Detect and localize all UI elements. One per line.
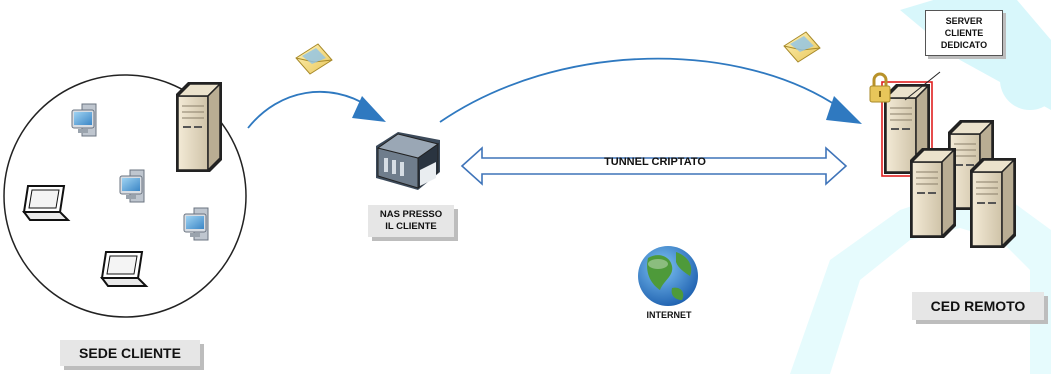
server-label-line-3: DEDICATO — [940, 40, 988, 50]
nas-label-line-1: NAS PRESSO — [379, 209, 443, 220]
nas-label: NAS PRESSO IL CLIENTE — [368, 205, 454, 237]
envelope-icon — [783, 31, 821, 63]
tunnel-arrow — [460, 146, 848, 186]
dedicated-server-highlight — [881, 81, 933, 177]
server-label-line-2: CLIENTE — [944, 28, 984, 38]
dedicated-server-label: SERVER CLIENTE DEDICATO — [925, 10, 1003, 56]
internet-label: INTERNET — [646, 310, 692, 320]
server-tower-icon — [969, 157, 1017, 249]
lock-icon — [869, 72, 891, 103]
laptop-icon — [23, 185, 69, 221]
sync-arrow-left — [247, 90, 386, 129]
nas-label-line-2: IL CLIENTE — [385, 221, 437, 232]
laptop-icon — [101, 251, 147, 287]
client-site-label: SEDE CLIENTE — [60, 340, 200, 366]
envelope-icon — [295, 43, 333, 75]
server-label-line-1: SERVER — [945, 16, 983, 26]
remote-servers — [881, 71, 1017, 249]
server-tower-icon — [909, 147, 957, 239]
server-tower-icon — [175, 81, 223, 173]
nas-device-icon — [376, 132, 440, 190]
globe-icon — [638, 246, 698, 306]
tunnel-label: TUNNEL CRIPTATO — [604, 156, 706, 168]
remote-datacenter-label: CED REMOTO — [912, 292, 1044, 320]
sync-arrow-right — [439, 57, 862, 124]
